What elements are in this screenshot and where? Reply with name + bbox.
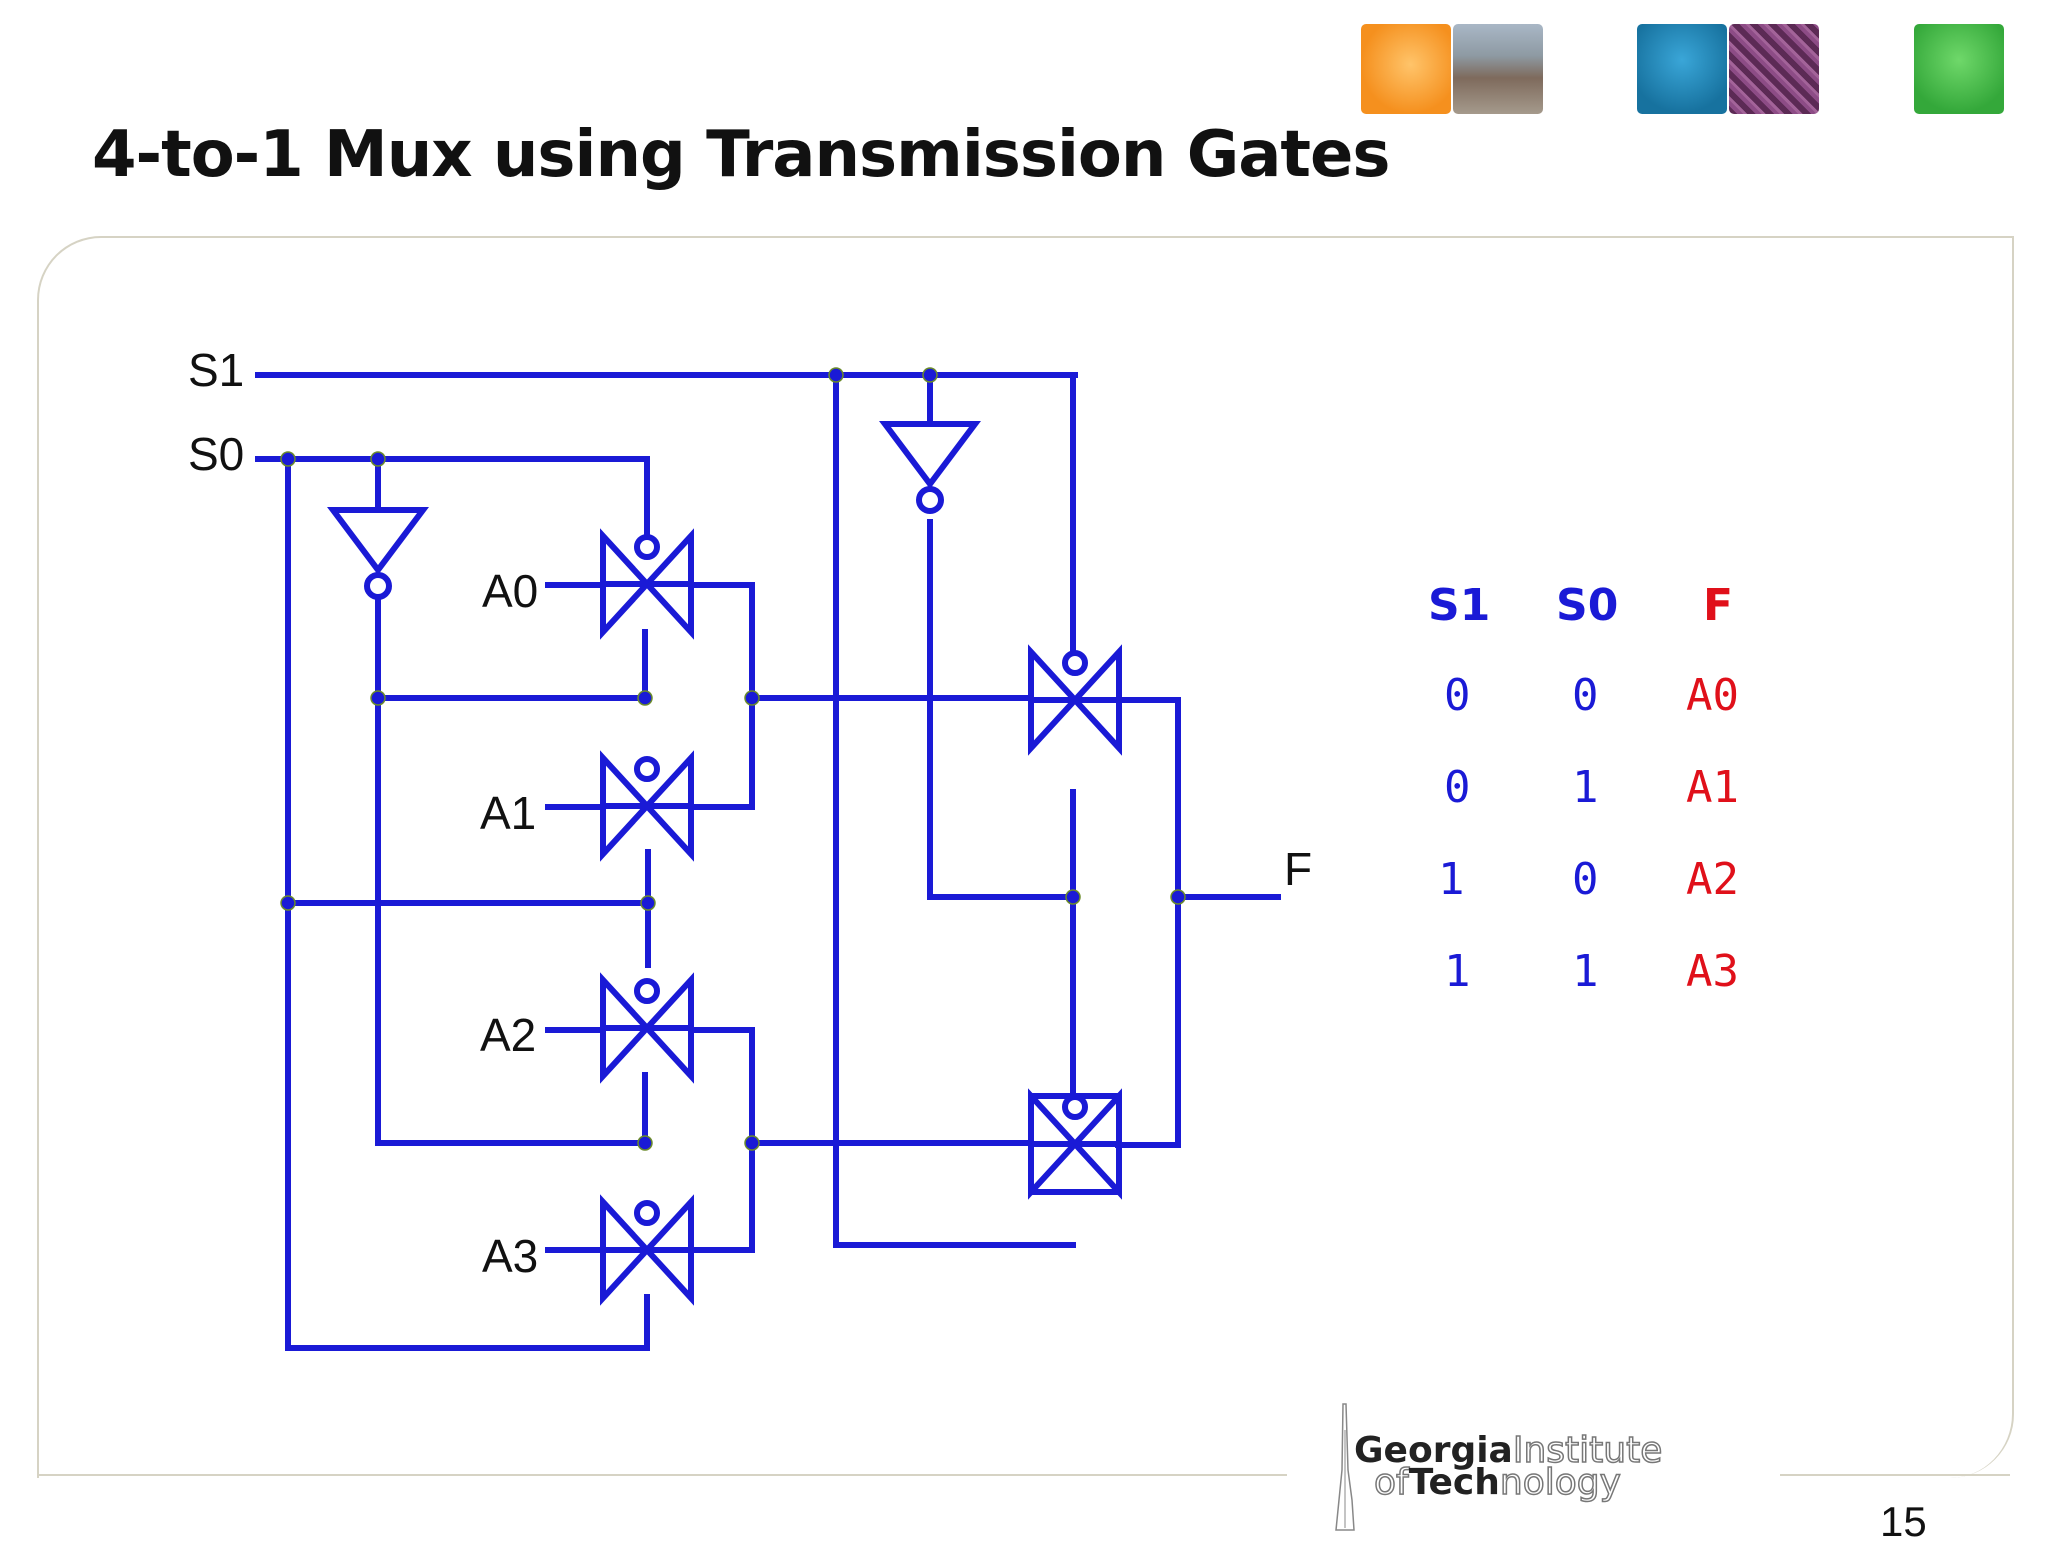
wires (255, 372, 1281, 1351)
truth-table-cell: 1 (1572, 762, 1599, 813)
tgate-a3 (600, 1194, 694, 1306)
truth-table-cell: 0 (1444, 670, 1471, 721)
content-frame (37, 236, 2014, 1478)
content-frame-bottom (37, 1474, 1287, 1476)
tgate-stage2-bottom (1028, 1088, 1122, 1200)
chip-photo-image (1729, 24, 1819, 114)
label-a3: A3 (482, 1230, 539, 1282)
georgia-tech-logo: GeorgiaInstitute ofTechnology (1330, 1400, 1770, 1536)
label-s1: S1 (188, 344, 245, 396)
truth-table-header-f: F (1703, 580, 1734, 631)
page-number: 15 (1880, 1498, 1927, 1545)
truth-table-cell: 0 (1572, 854, 1599, 905)
logo-word-nology: nology (1499, 1461, 1622, 1504)
green-tile-image (1914, 24, 2004, 114)
truth-table-cell: A3 (1686, 946, 1739, 997)
label-a0: A0 (482, 565, 539, 617)
spire-icon (1335, 1403, 1355, 1531)
truth-table-cell: 1 (1444, 946, 1471, 997)
label-a1: A1 (480, 787, 537, 839)
truth-table-header-s0: S0 (1556, 580, 1619, 631)
inverter-s0 (327, 507, 429, 600)
orange-tile-image (1361, 24, 1451, 114)
truth-table-cell: 1 (1438, 854, 1465, 905)
content-frame-bottom-right (1780, 1474, 2010, 1476)
inverter-s1 (879, 421, 981, 514)
logo-word-georgia: Georgia (1354, 1430, 1513, 1471)
logo-word-institute: Institute (1512, 1429, 1663, 1472)
label-s0: S0 (188, 428, 245, 480)
logo-line-2: ofTechnology (1373, 1461, 1622, 1504)
tgate-a2 (600, 972, 694, 1084)
truth-table-cell: A0 (1686, 670, 1739, 721)
label-a2: A2 (480, 1009, 537, 1061)
tgate-a1 (600, 750, 694, 862)
slide-title: 4-to-1 Mux using Transmission Gates (92, 118, 1390, 192)
campus-photo-image (1453, 24, 1543, 114)
logo-word-tech: Tech (1408, 1462, 1500, 1503)
tgate-a0 (600, 528, 694, 640)
truth-table-cell: A2 (1686, 854, 1739, 905)
teal-tile-image (1637, 24, 1727, 114)
junction-dots (280, 367, 1186, 1151)
logo-word-of: of (1373, 1461, 1409, 1504)
truth-table-header-s1: S1 (1428, 580, 1491, 631)
truth-table-cell: 0 (1444, 762, 1471, 813)
truth-table-cell: 0 (1572, 670, 1599, 721)
tgate-stage2-top (1028, 644, 1122, 756)
truth-table-cell: A1 (1686, 762, 1739, 813)
label-f: F (1284, 843, 1313, 895)
logo-line-1: GeorgiaInstitute (1354, 1429, 1663, 1472)
truth-table-cell: 1 (1572, 946, 1599, 997)
